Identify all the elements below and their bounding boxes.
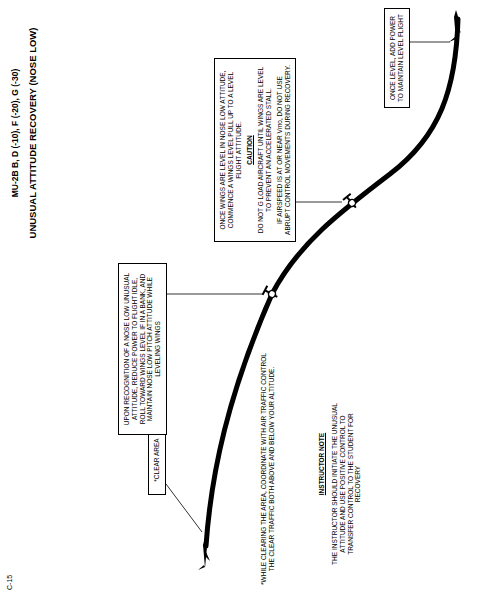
box-text: UPON RECOGNITION OF A NOSE LOW UNUSUAL A… xyxy=(123,269,162,429)
leader-line xyxy=(410,42,450,43)
callout-box: UPON RECOGNITION OF A NOSE LOW UNUSUAL A… xyxy=(118,263,167,435)
diagram-title: UNUSUAL ATTITUDE RECOVERY (NOSE LOW) xyxy=(27,17,38,249)
callout-box: *CLEAR AREA xyxy=(148,425,166,495)
aircraft-banked xyxy=(256,274,286,313)
model-line: MU-2B B, D (-10), F (-20), G (-30) xyxy=(10,17,20,249)
callout-box: ONCE LEVEL, ADD POWER TO MAINTAIN LEVEL … xyxy=(384,8,410,108)
caution-heading: CAUTION xyxy=(246,64,254,236)
note-text: THE INSTRUCTOR SHOULD INITIATE THE UNUSU… xyxy=(331,398,362,570)
box-text: ONCE LEVEL, ADD POWER TO MAINTAIN LEVEL … xyxy=(389,14,405,102)
box-text: IF AIRSPEED IS AT OR NEAR Vmo, DO NOT US… xyxy=(276,64,292,236)
box-text: *CLEAR AREA xyxy=(153,431,161,489)
box-text: DO NOT G LOAD AIRCRAFT UNTIL WINGS ARE L… xyxy=(257,64,273,236)
box-text: ONCE WINGS ARE LEVEL IN NOSE LOW ATTITUD… xyxy=(219,64,242,236)
note-text: *WHILE CLEARING THE AREA, COORDINATE WIT… xyxy=(260,353,276,585)
callout-box: ONCE WINGS ARE LEVEL IN NOSE LOW ATTITUD… xyxy=(214,58,296,242)
page-number: C-15 xyxy=(6,550,14,590)
leader-line xyxy=(166,484,202,532)
note-heading: INSTRUCTOR NOTE xyxy=(318,394,326,534)
leader-line xyxy=(167,294,263,295)
leader-line xyxy=(296,202,342,203)
aircraft-start xyxy=(198,539,210,570)
aircraft-level xyxy=(449,10,461,42)
